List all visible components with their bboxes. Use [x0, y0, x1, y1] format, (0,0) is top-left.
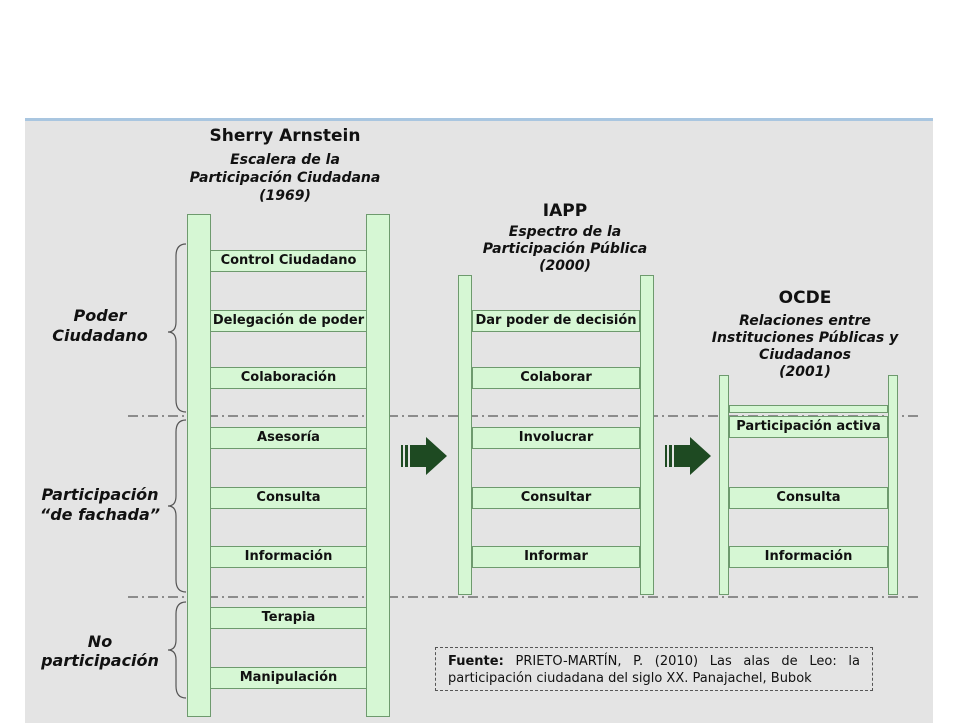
- arnstein-title-line2: Participación Ciudadana: [189, 170, 381, 186]
- ocde-title-line2: Instituciones Públicas y: [711, 330, 899, 346]
- arnstein-rung-colaboracion: Colaboración: [210, 367, 367, 389]
- group-fachada-line1: Participación: [41, 485, 159, 504]
- arnstein-rung-informacion: Información: [210, 546, 367, 568]
- group-poder-line1: Poder: [73, 306, 127, 325]
- ocde-title-line3: Ciudadanos: [759, 347, 851, 363]
- brace-fachada: [167, 419, 187, 593]
- iapp-rung-consultar: Consultar: [472, 487, 640, 509]
- ocde-rung-informacion: Información: [729, 546, 888, 568]
- ocde-name: OCDE: [778, 288, 832, 308]
- iapp-rail-left: [458, 275, 472, 595]
- arnstein-rail-left: [187, 214, 211, 717]
- brace-no: [167, 601, 187, 699]
- source-citation: Fuente: PRIETO-MARTÍN, P. (2010) Las ala…: [435, 647, 873, 691]
- arnstein-rail-right: [366, 214, 390, 717]
- group-no-line1: No: [87, 632, 113, 651]
- ocde-rail-left: [719, 375, 729, 595]
- ocde-rail-right: [888, 375, 898, 595]
- ocde-rung-participacion-activa: Participación activa: [729, 416, 888, 438]
- arnstein-year: (1969): [259, 188, 311, 204]
- group-fachada-line2: “de fachada”: [39, 505, 161, 524]
- ocde-rung-empty: [729, 405, 888, 413]
- arrow-1: [401, 437, 447, 475]
- iapp-title-line1: Espectro de la: [508, 224, 622, 240]
- iapp-rung-dar-poder: Dar poder de decisión: [472, 310, 640, 332]
- group-no-line2: participación: [41, 651, 159, 670]
- iapp-rung-informar: Informar: [472, 546, 640, 568]
- arnstein-rung-consulta: Consulta: [210, 487, 367, 509]
- arnstein-rung-asesoria: Asesoría: [210, 427, 367, 449]
- iapp-title-line2: Participación Pública: [482, 241, 648, 257]
- ocde-year: (2001): [779, 364, 831, 380]
- arrow-2: [665, 437, 711, 475]
- group-poder-line2: Ciudadano: [52, 326, 148, 345]
- arnstein-rung-delegacion: Delegación de poder: [210, 310, 367, 332]
- arnstein-rung-control: Control Ciudadano: [210, 250, 367, 272]
- arnstein-rung-terapia: Terapia: [210, 607, 367, 629]
- iapp-rung-colaborar: Colaborar: [472, 367, 640, 389]
- source-text: PRIETO-MARTÍN, P. (2010) Las alas de Leo…: [448, 654, 860, 686]
- ocde-rung-consulta: Consulta: [729, 487, 888, 509]
- iapp-rail-right: [640, 275, 654, 595]
- arnstein-rung-manipulacion: Manipulación: [210, 667, 367, 689]
- brace-poder: [167, 243, 187, 413]
- iapp-name: IAPP: [542, 201, 588, 221]
- iapp-rung-involucrar: Involucrar: [472, 427, 640, 449]
- arnstein-author: Sherry Arnstein: [209, 126, 361, 146]
- ocde-title-line1: Relaciones entre: [739, 313, 871, 329]
- arnstein-title-line1: Escalera de la: [230, 152, 340, 168]
- iapp-year: (2000): [539, 258, 591, 274]
- source-label: Fuente:: [448, 654, 504, 669]
